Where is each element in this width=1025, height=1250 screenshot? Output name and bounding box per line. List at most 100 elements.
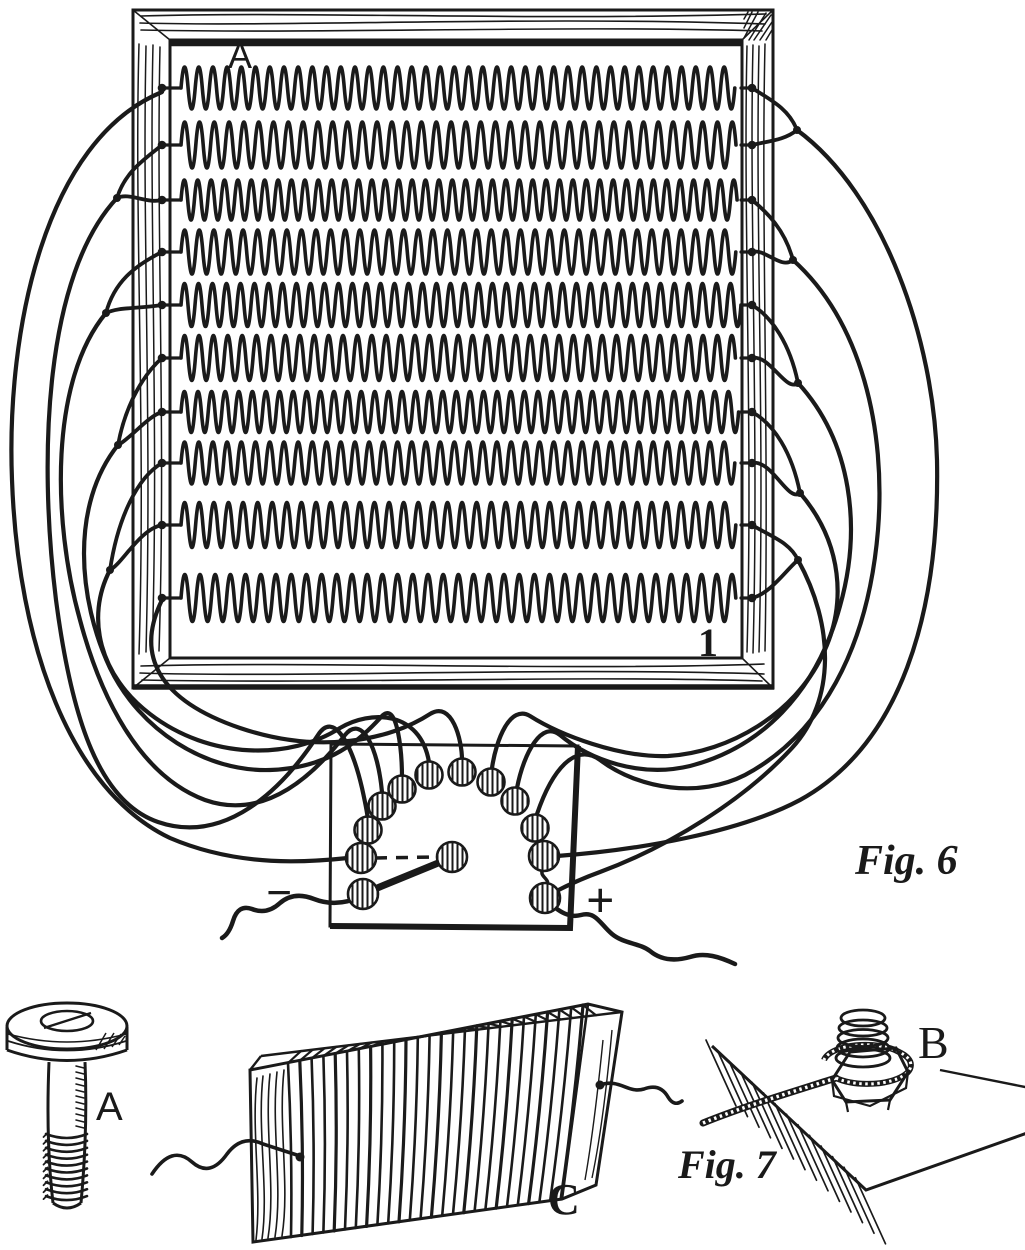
shading-hatch-line: [774, 1102, 806, 1171]
tap-wires: [9, 89, 940, 897]
thread-edge: [42, 1166, 49, 1173]
switch-lever: [361, 855, 452, 897]
wire-junction-dot: [102, 309, 110, 317]
winding-turn: [494, 1017, 514, 1210]
heater-frame: [131, 8, 775, 690]
binding-post-label: B: [918, 1017, 949, 1068]
resistance-coil-row: [179, 120, 738, 170]
resistance-coil-row: [179, 178, 739, 222]
junction-arm: [750, 86, 799, 132]
wood-grain-line: [141, 678, 763, 682]
block-end-grain: [254, 1069, 286, 1241]
winding-turn: [343, 1050, 349, 1231]
wood-grain-line: [757, 45, 762, 653]
thread-line: [44, 1139, 89, 1147]
wire-junction-dot: [747, 353, 757, 363]
shading-hatch-line: [751, 1081, 783, 1150]
frame-label: A: [228, 35, 252, 76]
winding-top-turn: [286, 1050, 303, 1065]
shading-hatch-line: [831, 1155, 864, 1224]
wire-junction-dot: [747, 83, 757, 93]
shank-hatch: [75, 1065, 85, 1069]
winding-turn: [419, 1033, 431, 1221]
thread-line: [44, 1167, 89, 1174]
contact-stud: [520, 813, 550, 843]
shank-hatch: [75, 1101, 85, 1105]
winding-turn: [484, 1019, 502, 1211]
shading-hatch-line: [843, 1166, 875, 1235]
winding-turn: [386, 1040, 396, 1225]
switch-board: [219, 742, 738, 967]
winding-top-turn: [322, 1045, 338, 1058]
thread-edge: [42, 1159, 49, 1166]
tap-wire: [149, 597, 465, 763]
wire-junction-dot: [793, 126, 801, 134]
contact-stud: [528, 881, 562, 915]
contact-stud: [344, 841, 378, 875]
tap-wire: [548, 557, 828, 897]
winding-top-turn: [357, 1041, 373, 1051]
end-grain-line: [267, 1073, 272, 1239]
junction-arm: [104, 250, 164, 315]
head-screw: [5, 1001, 129, 1210]
shading-hatch-line: [854, 1176, 887, 1245]
switch-contacts: [344, 757, 562, 915]
end-grain-line: [260, 1075, 266, 1240]
resistance-coil-row: [179, 281, 743, 329]
shank-hatch: [75, 1107, 85, 1111]
wire-junction-dot: [106, 566, 114, 574]
winding-turn: [310, 1057, 315, 1236]
winding-turn: [440, 1029, 455, 1217]
junction-arm: [108, 523, 164, 572]
shading-hatch-line: [728, 1060, 760, 1129]
contact-stud: [387, 774, 417, 804]
resistance-coil-row: [179, 440, 737, 486]
shading-hatch-line: [785, 1113, 818, 1182]
junction-arm: [108, 461, 164, 572]
end-grain-line: [274, 1071, 279, 1238]
wood-grain-line: [140, 13, 767, 18]
junction-arm: [750, 198, 795, 262]
thread-line: [44, 1181, 89, 1188]
thread-line: [44, 1194, 89, 1202]
shading-hatch-line: [808, 1134, 841, 1203]
wire-junction-dot: [157, 593, 167, 603]
terminal-dots: [102, 83, 804, 603]
winding-turn: [516, 1013, 538, 1207]
screw-threads: [42, 1065, 89, 1202]
winding-turn: [332, 1052, 338, 1233]
shank-hatch: [75, 1095, 85, 1099]
wire-junction-dot: [747, 520, 757, 530]
wire-junction-dot: [157, 195, 167, 205]
junction-arm: [115, 143, 164, 200]
winding-turn: [527, 1010, 550, 1206]
winding-top-turn: [381, 1038, 397, 1046]
fig6-caption: Fig. 6: [854, 838, 958, 884]
wire-junction-dot: [747, 458, 757, 468]
tap-wire: [81, 442, 405, 781]
positive-terminal-label: +: [586, 872, 615, 928]
shading-hatch-line: [797, 1123, 829, 1192]
resistance-unit-block: [150, 1002, 684, 1244]
wire-junction-dot: [114, 441, 122, 449]
winding-top-turn: [310, 1047, 326, 1060]
block-left-lead: [150, 1138, 302, 1176]
junction-arm: [750, 523, 800, 562]
winding-turn: [473, 1022, 490, 1213]
wood-grain-line: [745, 45, 750, 653]
wire-junction-dot: [747, 407, 757, 417]
winding-top-turn: [369, 1040, 385, 1048]
winding-turn: [429, 1031, 443, 1219]
wood-grain-line: [139, 20, 766, 25]
winding-turn: [548, 1006, 573, 1202]
thread-line: [44, 1153, 89, 1160]
resistance-coil-row: [179, 333, 738, 383]
negative-terminal-label: −: [266, 867, 292, 918]
wood-grain-line: [763, 43, 767, 652]
wood-grain-line: [137, 43, 143, 655]
wire-junction-dot: [794, 379, 802, 387]
coil-panel-number: 1: [698, 620, 718, 665]
wire-junction-dot: [157, 140, 167, 150]
